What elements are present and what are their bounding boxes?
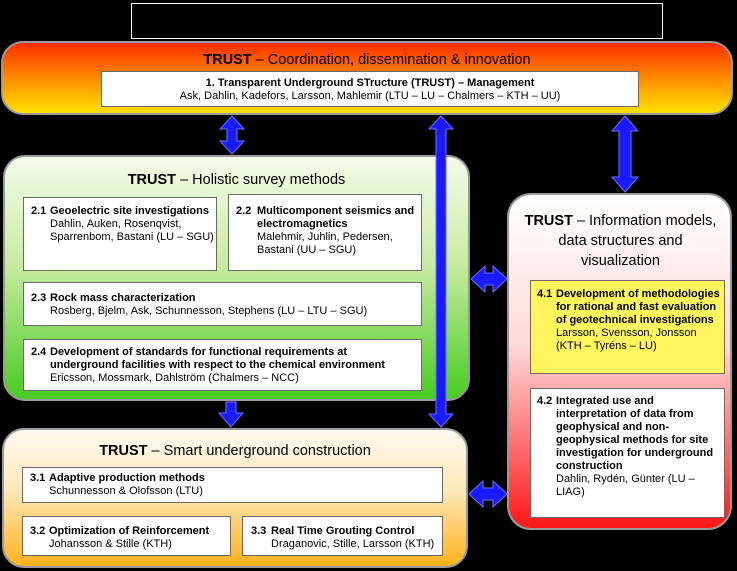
- information-panel: TRUST – Information models, data structu…: [507, 193, 732, 530]
- survey-panel: TRUST – Holistic survey methods 2.1 Geoe…: [3, 155, 470, 401]
- arrow-survey-construction: [217, 401, 245, 428]
- wp2-4-box: 2.4 Development of standards for functio…: [23, 339, 422, 391]
- wp2-1-box: 2.1 Geoelectric site investigations Dahl…: [23, 197, 217, 271]
- arrow-coord-construction: [427, 115, 455, 428]
- arrow-coord-survey: [218, 115, 246, 155]
- wp4-2-box: 4.2 Integrated use and interpretation of…: [530, 388, 725, 518]
- survey-title: TRUST – Holistic survey methods: [127, 172, 346, 188]
- arrow-construction-information: [468, 479, 508, 509]
- coordination-panel: TRUST – Coordination, dissemination & in…: [1, 41, 733, 115]
- arrow-survey-information: [470, 264, 508, 294]
- wp2-3-box: 2.3 Rock mass characterization Rosberg, …: [23, 282, 422, 326]
- wp2-2-box: 2.2 Multicomponent seismics and electrom…: [228, 194, 422, 271]
- wp1-management-box: 1. Transparent Underground STructure (TR…: [101, 71, 639, 107]
- wp3-3-box: 3.3 Real Time Grouting Control Draganovi…: [242, 516, 443, 556]
- wp3-1-box: 3.1 Adaptive production methods Schunnes…: [22, 467, 443, 503]
- construction-title: TRUST – Smart underground construction: [99, 443, 371, 459]
- wp4-1-box: 4.1 Development of methodologies for rat…: [530, 280, 725, 374]
- wp3-2-box: 3.2 Optimization of Reinforcement Johans…: [22, 516, 231, 556]
- header-box: [131, 3, 663, 39]
- information-title: TRUST – Information models, data structu…: [524, 213, 717, 269]
- arrow-coord-information: [610, 115, 640, 193]
- coordination-title: TRUST – Coordination, dissemination & in…: [203, 52, 531, 68]
- construction-panel: TRUST – Smart underground construction 3…: [2, 428, 468, 568]
